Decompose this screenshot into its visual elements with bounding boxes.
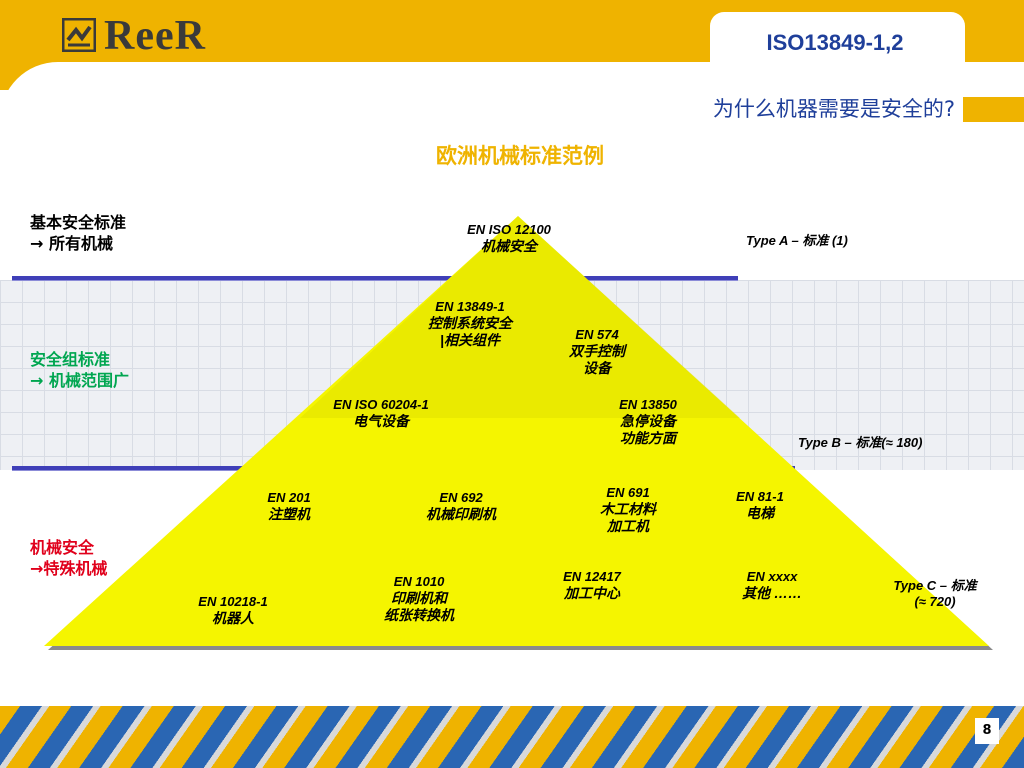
node-number: EN 81-1: [736, 489, 784, 504]
node-name: 纸张转换机: [384, 607, 454, 623]
node-number: EN 13850: [619, 397, 677, 412]
node-name: 功能方面: [620, 430, 676, 446]
node-name: 其他 ……: [742, 585, 802, 601]
category-basic: 基本安全标准 → 所有机械: [30, 212, 126, 254]
divider-line-top: [12, 276, 738, 281]
node-name: 注塑机: [268, 506, 310, 522]
node-name: 木工材料: [600, 501, 656, 517]
category-group: 安全组标准 → 机械范围广: [30, 349, 129, 391]
node-name: 双手控制: [569, 343, 625, 359]
type-c-line2: (≈ 720): [914, 594, 956, 609]
node-number: EN 201: [267, 490, 311, 505]
node-name: 印刷机和: [391, 590, 447, 606]
type-b-label: Type B – 标准(≈ 180): [798, 435, 923, 450]
node-number: EN 1010: [393, 574, 445, 589]
node-number: EN ISO 60204-1: [333, 397, 429, 412]
reer-logo-icon: [62, 18, 96, 52]
node-iso12100: EN ISO 12100 机械安全: [449, 221, 569, 255]
node-iso60204: EN ISO 60204-1 电气设备: [316, 396, 446, 430]
node-name: |相关组件: [440, 332, 500, 348]
slide-subtitle: 欧洲机械标准范例: [436, 144, 604, 168]
node-en201: EN 201 注塑机: [244, 489, 334, 523]
logo-wordmark: ReeR: [104, 13, 206, 59]
node-en692: EN 692 机械印刷机: [406, 489, 516, 523]
node-name: 机械印刷机: [426, 506, 496, 522]
category-group-line2: → 机械范围广: [30, 371, 129, 390]
node-en12417: EN 12417 加工中心: [542, 568, 642, 602]
node-name: 控制系统安全: [428, 315, 512, 331]
slide-question: 为什么机器需要是安全的?: [712, 97, 955, 121]
category-group-line1: 安全组标准: [30, 350, 111, 369]
node-en1010: EN 1010 印刷机和 纸张转换机: [364, 573, 474, 624]
node-name: 加工中心: [564, 585, 620, 601]
node-number: EN 10218-1: [198, 594, 268, 609]
node-number: EN 12417: [563, 569, 621, 584]
slide-tab-title: ISO13849-1,2: [766, 30, 904, 55]
category-machine-line2: →特殊机械: [30, 559, 108, 578]
type-c-line1: Type C – 标准: [893, 578, 977, 593]
node-en10218: EN 10218-1 机器人: [178, 593, 288, 627]
node-number: EN 13849-1: [435, 299, 505, 314]
node-number: EN 692: [439, 490, 483, 505]
category-basic-line2: → 所有机械: [30, 234, 113, 253]
node-name: 机器人: [212, 610, 254, 626]
node-name: 机械安全: [481, 238, 537, 254]
accent-box: [963, 97, 1024, 122]
footer-stripe: [0, 706, 1024, 768]
node-name: 设备: [583, 360, 611, 376]
title-tab: [710, 12, 965, 76]
category-basic-line1: 基本安全标准: [30, 213, 127, 232]
node-number: EN 691: [606, 485, 650, 500]
category-machine-line1: 机械安全: [30, 538, 95, 557]
category-machine: 机械安全 →特殊机械: [30, 537, 107, 579]
node-enxxxx: EN xxxx 其他 ……: [722, 568, 822, 602]
node-en81: EN 81-1 电梯: [715, 488, 805, 522]
page-number: 8: [975, 718, 999, 744]
node-en13850: EN 13850 急停设备 功能方面: [598, 396, 698, 447]
node-en13849: EN 13849-1 控制系统安全 |相关组件: [410, 298, 530, 349]
node-number: EN 574: [575, 327, 619, 342]
node-number: EN xxxx: [746, 569, 798, 584]
node-en691: EN 691 木工材料 加工机: [578, 484, 678, 535]
node-en574: EN 574 双手控制 设备: [547, 326, 647, 377]
node-name: 加工机: [607, 518, 649, 534]
node-number: EN ISO 12100: [467, 222, 551, 237]
node-name: 急停设备: [620, 413, 676, 429]
type-a-label: Type A – 标准 (1): [746, 233, 848, 248]
type-c-label: Type C – 标准 (≈ 720): [880, 575, 990, 609]
node-name: 电气设备: [353, 413, 409, 429]
node-name: 电梯: [746, 505, 774, 521]
